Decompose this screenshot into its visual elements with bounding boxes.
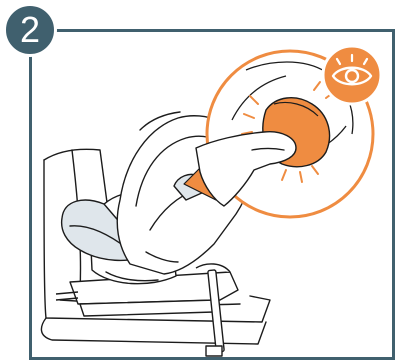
step-number: 2 (19, 9, 41, 50)
eye-icon (321, 44, 383, 106)
hand-pressing (195, 131, 297, 207)
step-number-badge: 2 (3, 3, 57, 57)
press-indicator (241, 81, 335, 183)
